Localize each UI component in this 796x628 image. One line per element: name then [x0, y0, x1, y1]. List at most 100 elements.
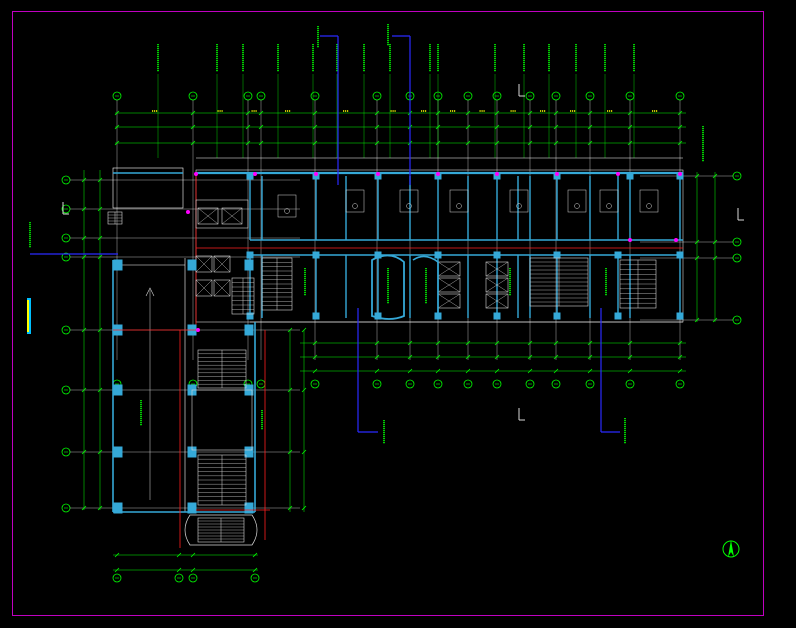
- dim-tick: [301, 327, 307, 333]
- dim-tick: [677, 368, 683, 374]
- structural-column: [553, 312, 561, 320]
- wing-column: [244, 446, 254, 458]
- dim-tick: [81, 387, 87, 393]
- wing-column: [244, 259, 254, 271]
- dim-tick: [407, 368, 413, 374]
- dim-tick: [97, 177, 103, 183]
- dim-tick: [553, 110, 559, 116]
- bathroom-fixture: [639, 189, 659, 213]
- wing-column: [244, 502, 254, 514]
- lower-axis-bubble: [174, 573, 184, 583]
- dim-tick: [435, 368, 441, 374]
- dim-tick: [494, 354, 500, 360]
- elevator-shaft: [213, 279, 231, 297]
- elevator-cross: [197, 207, 219, 225]
- elevator-shaft: [485, 293, 509, 309]
- dim-tick: [494, 368, 500, 374]
- bottom-axis-bubble: [675, 379, 685, 389]
- magenta-marker: [555, 172, 559, 176]
- dim-tick: [301, 505, 307, 511]
- elevator-shaft: [485, 277, 509, 293]
- toilet-fixture: [456, 203, 462, 209]
- toilet-fixture: [574, 203, 580, 209]
- dim-tick: [527, 140, 533, 146]
- wing-column: [187, 259, 197, 271]
- elevator-shaft: [213, 255, 231, 273]
- stair-round-bottom: [184, 514, 258, 546]
- dim-tick: [374, 110, 380, 116]
- dim-tick: [677, 124, 683, 130]
- bathroom-fixture: [449, 189, 469, 213]
- toilet-fixture: [516, 203, 522, 209]
- structural-column: [626, 172, 634, 180]
- dim-tick: [190, 110, 196, 116]
- structural-column: [614, 251, 622, 259]
- structural-column: [676, 251, 684, 259]
- structural-column: [434, 251, 442, 259]
- bottom-axis-bubble: [405, 379, 415, 389]
- lower-axis-bubble: [112, 573, 122, 583]
- dim-tick: [587, 340, 593, 346]
- dim-tick: [245, 140, 251, 146]
- dim-tick: [712, 255, 718, 261]
- wing-column: [113, 259, 123, 271]
- structural-column: [614, 312, 622, 320]
- dim-tick: [312, 124, 318, 130]
- dim-tick: [97, 449, 103, 455]
- dim-tick: [494, 124, 500, 130]
- magenta-marker: [186, 210, 190, 214]
- toilet-fixture: [406, 203, 412, 209]
- dim-tick: [527, 368, 533, 374]
- dim-tick: [694, 239, 700, 245]
- dim-tick: [712, 239, 718, 245]
- dim-tick: [374, 368, 380, 374]
- dim-tick: [465, 124, 471, 130]
- bottom-axis-bubble: [625, 379, 635, 389]
- structural-column: [493, 312, 501, 320]
- elevator-cross: [195, 255, 213, 273]
- dim-tick: [81, 206, 87, 212]
- structural-column: [676, 312, 684, 320]
- bathroom-fixture: [277, 194, 297, 218]
- dim-tick: [694, 317, 700, 323]
- bottom-axis-bubble: [433, 379, 443, 389]
- dim-tick: [407, 354, 413, 360]
- elevator-cross: [485, 277, 509, 293]
- dim-tick: [176, 552, 182, 558]
- dim-tick: [694, 173, 700, 179]
- bottom-axis-bubble: [310, 379, 320, 389]
- dim-tick: [312, 368, 318, 374]
- dim-tick: [435, 340, 441, 346]
- dim-tick: [374, 140, 380, 146]
- elevator-cross: [221, 207, 243, 225]
- dim-tick: [627, 340, 633, 346]
- dim-tick: [97, 505, 103, 511]
- dim-tick: [627, 124, 633, 130]
- upper-left-room: [112, 167, 184, 209]
- dim-tick: [81, 449, 87, 455]
- dim-tick: [245, 110, 251, 116]
- dim-tick: [553, 140, 559, 146]
- magenta-marker: [616, 172, 620, 176]
- drawing-title-underline: [27, 300, 29, 332]
- dim-tick: [287, 449, 293, 455]
- wing-column: [113, 502, 123, 514]
- elevator-cross: [213, 279, 231, 297]
- bottom-axis-bubble: [551, 379, 561, 389]
- dim-tick: [527, 340, 533, 346]
- dim-tick: [81, 235, 87, 241]
- dim-tick: [465, 110, 471, 116]
- dim-tick: [627, 368, 633, 374]
- elevator-cross: [437, 293, 461, 309]
- dim-tick: [258, 124, 264, 130]
- structural-column: [246, 312, 254, 320]
- dim-tick: [494, 340, 500, 346]
- dim-tick: [465, 340, 471, 346]
- magenta-marker: [314, 172, 318, 176]
- dim-tick: [712, 317, 718, 323]
- bathroom-fixture: [599, 189, 619, 213]
- main-block-outline: [195, 169, 684, 323]
- dim-tick: [287, 505, 293, 511]
- dim-tick: [312, 340, 318, 346]
